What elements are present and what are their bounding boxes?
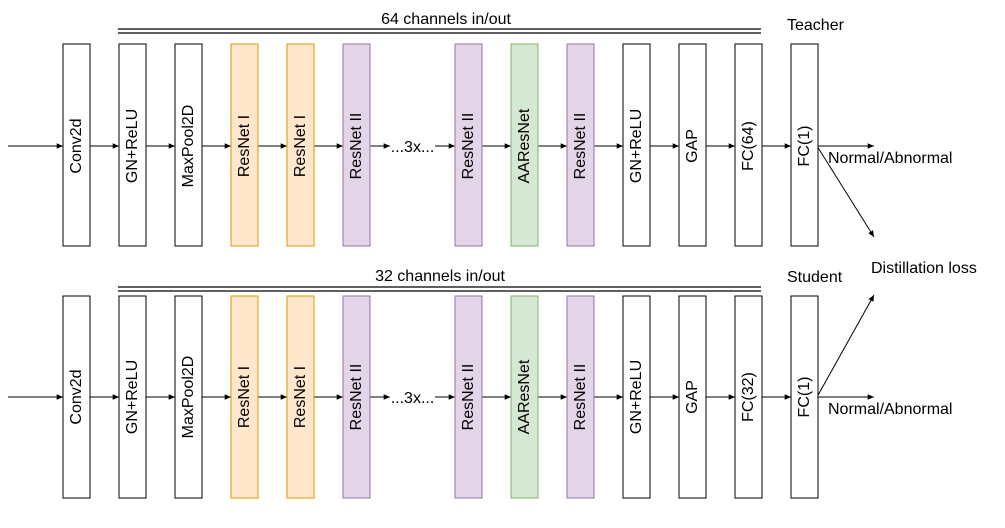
teacher-block-label: AAResNet (516, 108, 533, 183)
student-block-rect (454, 295, 483, 499)
teacher-block-conv2d: Conv2d (62, 43, 91, 247)
student-block-fc-32: FC(32) (734, 295, 763, 499)
student-block-label: FC(32) (740, 372, 757, 422)
student-block-label: GN+ReLU (628, 360, 645, 434)
teacher-block-label: ResNet I (292, 115, 309, 177)
teacher-block-rect (62, 43, 91, 247)
student-block-label: MaxPool2D (180, 356, 197, 439)
teacher-block-fc-1: FC(1) (790, 43, 819, 247)
student-block-label: ResNet I (236, 366, 253, 428)
teacher-block-label: FC(1) (796, 126, 813, 167)
teacher-block-rect (790, 43, 819, 247)
student-block-conv2d: Conv2d (62, 295, 91, 499)
teacher-block-resnet-ii: ResNet II (566, 43, 595, 247)
student-output-label: Normal/Abnormal (828, 401, 952, 418)
teacher-block-label: Conv2d (68, 118, 85, 173)
student-block-resnet-i: ResNet I (230, 295, 259, 499)
teacher-block-label: FC(64) (740, 121, 757, 171)
student-block-rect (118, 295, 147, 499)
student-block-gn-relu: GN+ReLU (118, 295, 147, 499)
student-block-label: ResNet II (348, 364, 365, 431)
teacher-block-rect (566, 43, 595, 247)
teacher-block-label: MaxPool2D (180, 105, 197, 188)
teacher-block-resnet-ii: ResNet II (454, 43, 483, 247)
teacher-block-rect (286, 43, 315, 247)
teacher-block-gn-relu: GN+ReLU (118, 43, 147, 247)
teacher-block-maxpool2d: MaxPool2D (174, 43, 203, 247)
distillation-loss-label: Distillation loss (871, 260, 977, 277)
teacher-repeat-label: ...3x... (391, 139, 435, 156)
student-block-label: GN+ReLU (124, 360, 141, 434)
student-channel-label: 32 channels in/out (375, 268, 505, 285)
student-block-rect (230, 295, 259, 499)
student-block-rect (566, 295, 595, 499)
teacher-block-label: GN+ReLU (124, 109, 141, 183)
teacher-block-label: ResNet II (348, 113, 365, 180)
teacher-block-label: ResNet II (572, 113, 589, 180)
teacher-block-rect (230, 43, 259, 247)
teacher-block-rect (174, 43, 203, 247)
student-block-rect (62, 295, 91, 499)
student-block-rect (342, 295, 371, 499)
student-block-label: FC(1) (796, 377, 813, 418)
student-block-rect (790, 295, 819, 499)
teacher-block-label: ResNet II (460, 113, 477, 180)
student-repeat-label: ...3x... (391, 390, 435, 407)
teacher-block-rect (454, 43, 483, 247)
student-block-rect (174, 295, 203, 499)
teacher-block-rect (678, 43, 707, 247)
student-block-label: Conv2d (68, 369, 85, 424)
teacher-block-resnet-i: ResNet I (230, 43, 259, 247)
student-role-label: Student (787, 269, 843, 286)
teacher-channel-label: 64 channels in/out (381, 11, 511, 28)
student-block-gn-relu: GN+ReLU (622, 295, 651, 499)
teacher-role-label: Teacher (787, 17, 845, 34)
student-block-resnet-ii: ResNet II (342, 295, 371, 499)
student-block-rect (622, 295, 651, 499)
teacher-output-label: Normal/Abnormal (828, 150, 952, 167)
student-block-resnet-ii: ResNet II (454, 295, 483, 499)
student-block-resnet-i: ResNet I (286, 295, 315, 499)
student-block-label: ResNet II (572, 364, 589, 431)
student-block-gap: GAP (678, 295, 707, 499)
student-block-label: ResNet II (460, 364, 477, 431)
teacher-block-label: GAP (684, 129, 701, 163)
student-block-resnet-ii: ResNet II (566, 295, 595, 499)
student-block-label: GAP (684, 380, 701, 414)
teacher-block-rect (622, 43, 651, 247)
teacher-block-rect (510, 43, 539, 247)
student-block-label: AAResNet (516, 359, 533, 434)
student-block-fc-1: FC(1) (790, 295, 819, 499)
teacher-block-fc-64: FC(64) (734, 43, 763, 247)
teacher-distill-arrow (816, 145, 875, 238)
teacher-block-resnet-i: ResNet I (286, 43, 315, 247)
student-block-maxpool2d: MaxPool2D (174, 295, 203, 499)
teacher-block-rect (118, 43, 147, 247)
student-block-aaresnet: AAResNet (510, 295, 539, 499)
student-block-rect (286, 295, 315, 499)
student-block-label: ResNet I (292, 366, 309, 428)
teacher-block-rect (734, 43, 763, 247)
teacher-block-rect (342, 43, 371, 247)
teacher-block-gn-relu: GN+ReLU (622, 43, 651, 247)
teacher-block-gap: GAP (678, 43, 707, 247)
teacher-block-label: GN+ReLU (628, 109, 645, 183)
student-block-rect (734, 295, 763, 499)
student-block-rect (678, 295, 707, 499)
teacher-block-resnet-ii: ResNet II (342, 43, 371, 247)
student-distill-arrow (816, 294, 875, 398)
teacher-block-aaresnet: AAResNet (510, 43, 539, 247)
teacher-block-label: ResNet I (236, 115, 253, 177)
student-block-rect (510, 295, 539, 499)
